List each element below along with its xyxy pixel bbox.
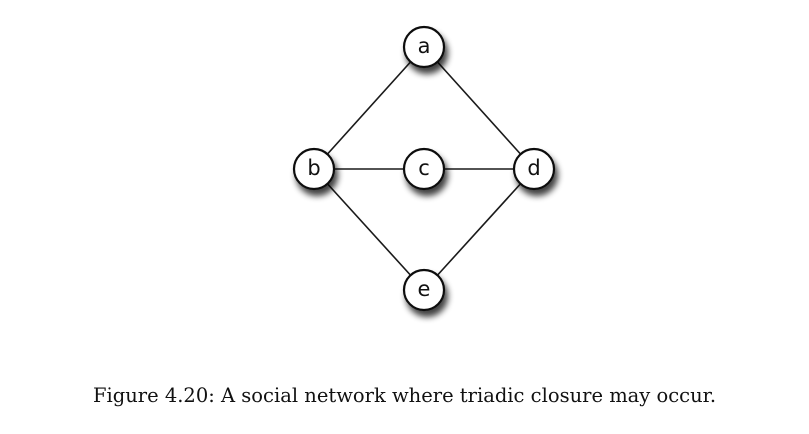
node-circle-a: [402, 25, 446, 69]
node-b: b: [292, 147, 336, 191]
node-circle-d: [512, 147, 556, 191]
node-c: c: [402, 147, 446, 191]
node-circle-e: [402, 268, 446, 312]
node-label-d: d: [527, 156, 540, 180]
node-e: e: [402, 268, 446, 312]
edge-a-d: [423, 46, 535, 170]
nodes-group: a b c d e: [292, 25, 556, 312]
node-label-a: a: [418, 34, 431, 58]
node-circle-c: [402, 147, 446, 191]
edge-b-e: [313, 168, 425, 291]
edge-d-e: [423, 168, 535, 291]
node-label-e: e: [418, 277, 431, 301]
node-label-b: b: [307, 156, 320, 180]
node-circle-b: [292, 147, 336, 191]
figure-caption: Figure 4.20: A social network where tria…: [92, 384, 717, 407]
node-a: a: [402, 25, 446, 69]
node-label-c: c: [418, 156, 430, 180]
edge-a-b: [313, 46, 425, 170]
node-d: d: [512, 147, 556, 191]
